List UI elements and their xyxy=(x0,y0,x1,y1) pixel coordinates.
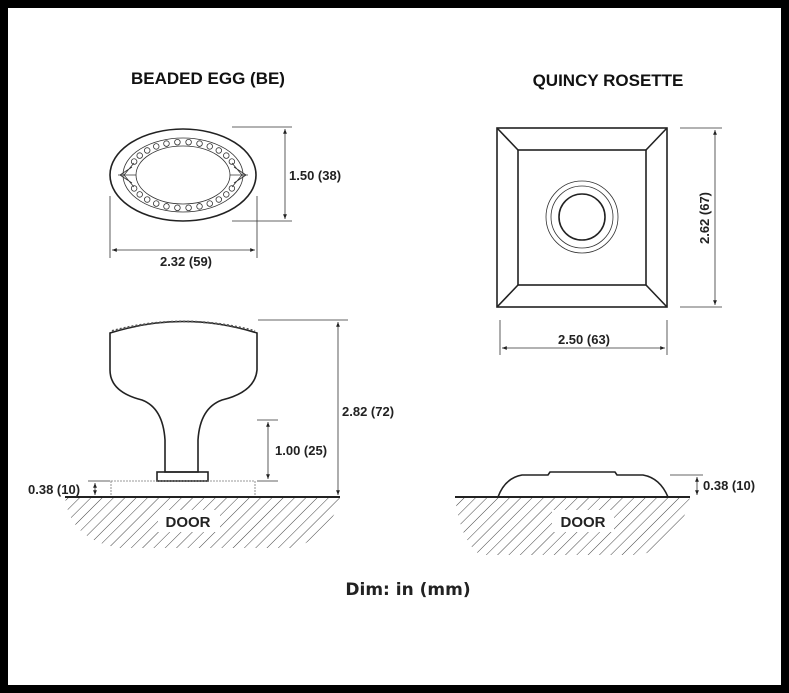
bead xyxy=(130,185,138,192)
rosette-side-view xyxy=(455,471,703,555)
bead xyxy=(136,152,143,159)
bead xyxy=(223,191,230,198)
egg-width-dim: 2.32 (59) xyxy=(160,254,212,269)
overall-height-dim: 2.82 (72) xyxy=(342,404,394,419)
projection-dim: 1.00 (25) xyxy=(275,443,327,458)
rosette-front-view xyxy=(496,127,668,308)
knob-side-view xyxy=(65,320,340,548)
bead xyxy=(130,158,138,165)
rosette-dimensions xyxy=(499,127,722,355)
beaded-egg-title: BEADED EGG (BE) xyxy=(131,69,285,88)
door-label-left: DOOR xyxy=(166,514,211,531)
egg-dimensions xyxy=(109,126,292,258)
bead xyxy=(215,196,222,203)
rosette-width-dim: 2.50 (63) xyxy=(558,332,610,347)
bead xyxy=(174,138,181,146)
bead xyxy=(153,200,160,207)
bead xyxy=(196,203,203,210)
bead xyxy=(144,196,151,203)
bead xyxy=(196,140,203,147)
units-caption: Dim: in (mm) xyxy=(345,580,470,600)
quincy-rosette-title: QUINCY ROSETTE xyxy=(533,71,684,90)
bead xyxy=(185,138,192,146)
rosette-height-dim: 2.62 (67) xyxy=(697,192,712,244)
bead xyxy=(163,140,170,147)
knob-dimensions xyxy=(88,319,348,495)
rosette-thickness-dim-right: 0.38 (10) xyxy=(703,478,755,493)
door-label-right: DOOR xyxy=(561,514,606,531)
bead xyxy=(206,200,213,207)
bead xyxy=(144,147,151,154)
bead xyxy=(215,147,222,154)
bead xyxy=(163,203,170,210)
bead xyxy=(228,185,236,192)
egg-knob-front-view xyxy=(109,128,257,222)
bead xyxy=(228,158,236,165)
bead xyxy=(136,191,143,198)
egg-height-dim: 1.50 (38) xyxy=(289,168,341,183)
bead xyxy=(185,204,192,212)
bead xyxy=(153,143,160,150)
bead xyxy=(223,152,230,159)
bead xyxy=(206,143,213,150)
rosette-thickness-dim-left: 0.38 (10) xyxy=(28,482,80,497)
bead xyxy=(174,204,181,212)
